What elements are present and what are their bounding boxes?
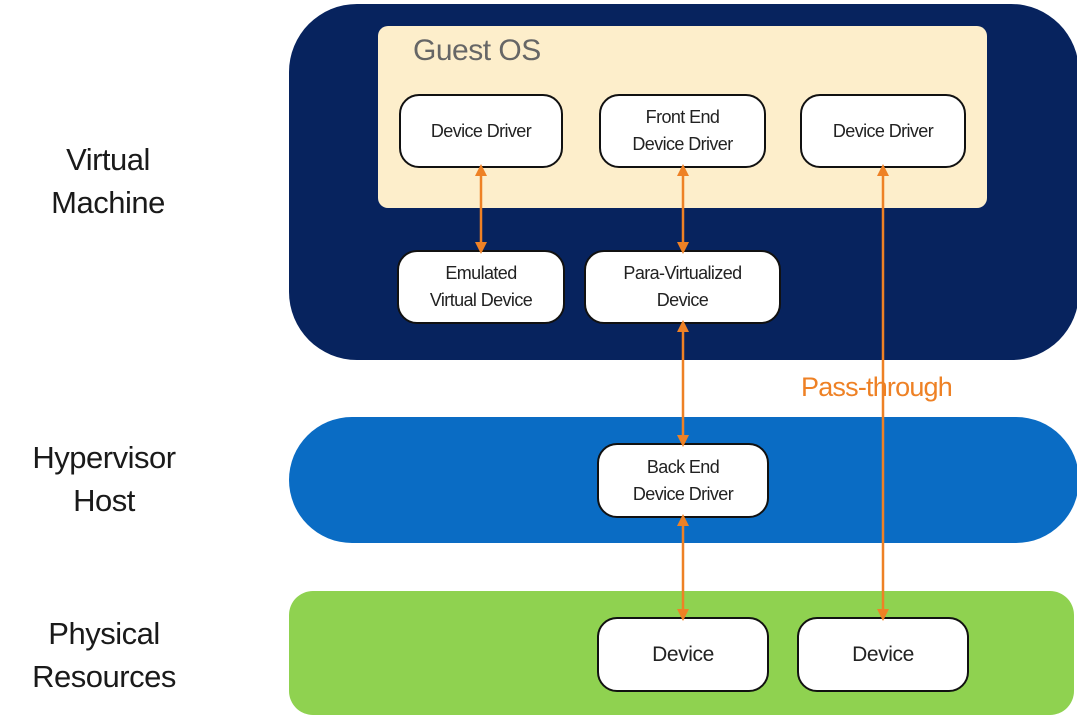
device-driver-left-box: Device Driver	[399, 94, 563, 168]
physical-device-right-box: Device	[797, 617, 969, 692]
virtual-machine-label: Virtual Machine	[51, 142, 165, 220]
front-end-device-driver-box: Front End Device Driver	[599, 94, 766, 168]
guest-os-title: Guest OS	[413, 34, 541, 67]
back-end-device-driver-box: Back End Device Driver	[597, 443, 769, 518]
device-driver-right-box: Device Driver	[800, 94, 966, 168]
hypervisor-host-label: Hypervisor Host	[32, 440, 176, 518]
physical-resources-label: Physical Resources	[32, 616, 176, 694]
physical-device-left-box: Device	[597, 617, 769, 692]
pass-through-label: Pass-through	[801, 372, 953, 402]
emulated-virtual-device-box: Emulated Virtual Device	[397, 250, 565, 324]
para-virtualized-device-box: Para-Virtualized Device	[584, 250, 781, 324]
